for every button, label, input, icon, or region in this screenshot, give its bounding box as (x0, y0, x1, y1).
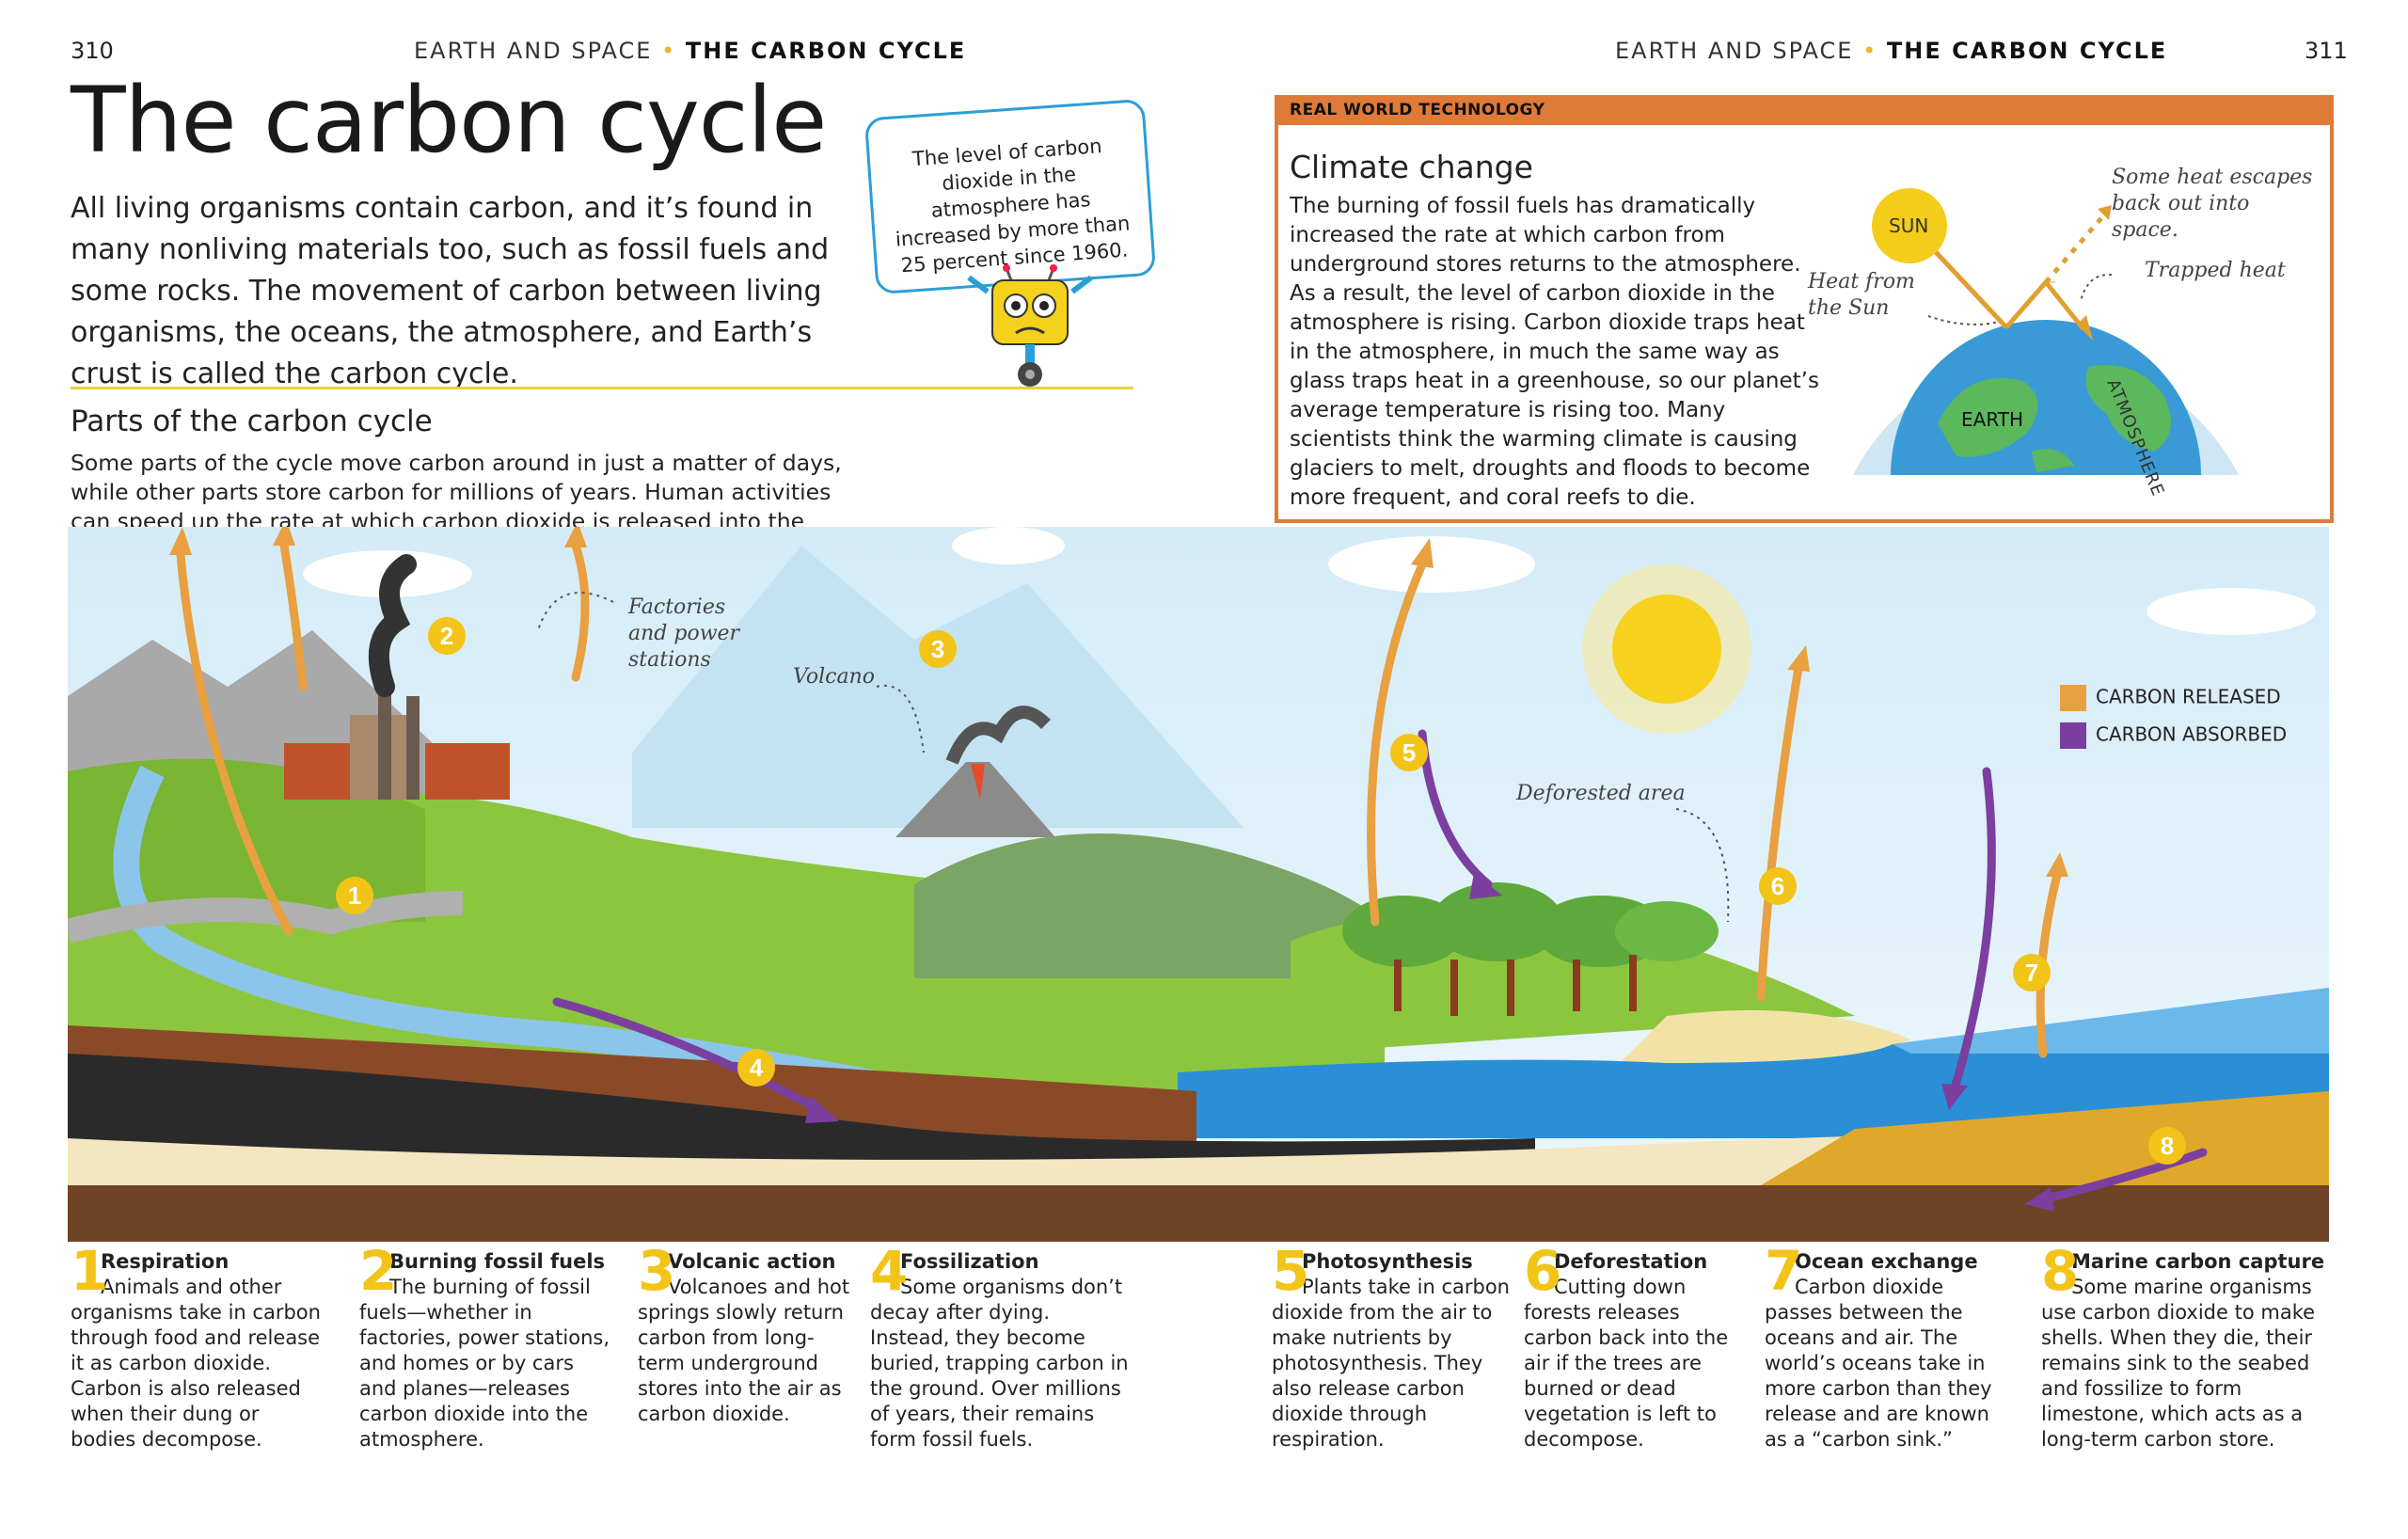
intro-paragraph: All living organisms contain carbon, and… (71, 192, 830, 390)
caption-text: Plants take in carbon dioxide from the a… (1272, 1276, 1510, 1451)
svg-text:3: 3 (931, 635, 944, 663)
caption-number: 5 (1272, 1239, 1310, 1303)
earth-label: EARTH (1961, 408, 2024, 431)
caption-title: Fossilization (900, 1250, 1039, 1273)
robot-mascot-icon (967, 264, 1093, 387)
svg-text:5: 5 (1402, 738, 1416, 767)
svg-text:6: 6 (1771, 872, 1784, 900)
legend-released: CARBON RELEASED (2060, 685, 2281, 711)
right-topic: THE CARBON CYCLE (1886, 38, 2168, 64)
caption-title: Ocean exchange (1795, 1250, 1978, 1273)
caption-title: Burning fossil fuels (389, 1250, 606, 1273)
factory-icon (284, 554, 510, 800)
released-swatch (2060, 685, 2086, 711)
right-page-number: 311 (2305, 38, 2348, 64)
caption-number: 1 (71, 1239, 109, 1303)
caption-text: Cutting down forests releases carbon bac… (1524, 1276, 1729, 1451)
header-bullet: • (661, 38, 677, 64)
carbon-cycle-scene: 1 2 3 4 5 6 7 8 (68, 527, 2329, 1242)
caption-text: Some marine organisms use carbon dioxide… (2041, 1276, 2316, 1451)
right-running-header: EARTH AND SPACE • THE CARBON CYCLE (1615, 38, 2167, 64)
left-page-number: 310 (71, 38, 114, 64)
sun-icon (1612, 595, 1721, 704)
caption-text: Animals and other organisms take in carb… (71, 1276, 321, 1451)
svg-text:4: 4 (750, 1054, 764, 1082)
caption-text: The burning of fossil fuels—whether in f… (359, 1276, 610, 1451)
caption-text: Volcanoes and hot springs slowly return … (638, 1276, 850, 1425)
caption-number: 2 (359, 1239, 398, 1303)
svg-text:8: 8 (2161, 1132, 2174, 1160)
left-topic: THE CARBON CYCLE (685, 38, 967, 64)
greenhouse-diagram (1853, 188, 2239, 475)
volcano-label: Volcano (793, 665, 876, 689)
absorbed-swatch (2060, 722, 2086, 749)
page-title: The carbon cycle (71, 68, 827, 173)
svg-text:7: 7 (2025, 959, 2038, 987)
caption-text: Some organisms don’t decay after dying. … (870, 1276, 1129, 1451)
fossil-fuel-layer (68, 1054, 1535, 1185)
marker-1: 1 (336, 877, 373, 914)
factories-label: Factories and power stations (628, 595, 740, 672)
volcano-icon (895, 762, 1055, 837)
caption-title: Deforestation (1554, 1250, 1708, 1273)
section-divider (71, 387, 1133, 389)
legend-absorbed-label: CARBON ABSORBED (2096, 722, 2288, 746)
legend-absorbed: CARBON ABSORBED (2060, 722, 2287, 749)
marker-5: 5 (1390, 734, 1428, 771)
caption-number: 8 (2041, 1239, 2080, 1303)
forest-icon (1342, 882, 1719, 1016)
marker-6: 6 (1759, 867, 1797, 905)
caption-title: Volcanic action (668, 1250, 836, 1273)
trapped-heat-label: Trapped heat (2145, 259, 2286, 282)
heat-escapes-label: Some heat escapes back out into space. (2112, 166, 2313, 242)
caption-text: Carbon dioxide passes between the oceans… (1765, 1276, 1992, 1451)
sun-icon (1872, 188, 1947, 263)
parts-heading: Parts of the carbon cycle (71, 405, 433, 438)
sun-label: SUN (1889, 214, 1929, 237)
marker-7: 7 (2013, 954, 2051, 992)
marker-2: 2 (428, 617, 466, 655)
header-bullet: • (1862, 38, 1878, 64)
caption-title: Marine carbon capture (2071, 1250, 2325, 1273)
caption-title: Photosynthesis (1302, 1250, 1473, 1273)
real-world-label: REAL WORLD TECHNOLOGY (1275, 95, 2334, 125)
caption-number: 6 (1524, 1239, 1562, 1303)
climate-change-title: Climate change (1290, 149, 1533, 185)
svg-text:1: 1 (348, 881, 361, 910)
marker-3: 3 (919, 630, 957, 668)
right-section: EARTH AND SPACE (1615, 38, 1854, 64)
climate-change-text: The burning of fossil fuels has dramatic… (1290, 194, 1819, 510)
svg-text:2: 2 (440, 622, 453, 650)
left-running-header: EARTH AND SPACE • THE CARBON CYCLE (414, 38, 966, 64)
marker-8: 8 (2148, 1127, 2186, 1165)
deforested-label: Deforested area (1516, 782, 1686, 805)
caption-number: 3 (638, 1239, 676, 1303)
marker-4: 4 (737, 1049, 775, 1087)
caption-number: 4 (870, 1239, 909, 1303)
heat-from-sun-label: Heat from the Sun (1808, 270, 1915, 320)
caption-number: 7 (1765, 1239, 1803, 1303)
caption-title: Respiration (101, 1250, 230, 1273)
left-section: EARTH AND SPACE (414, 38, 653, 64)
legend-released-label: CARBON RELEASED (2096, 685, 2281, 708)
